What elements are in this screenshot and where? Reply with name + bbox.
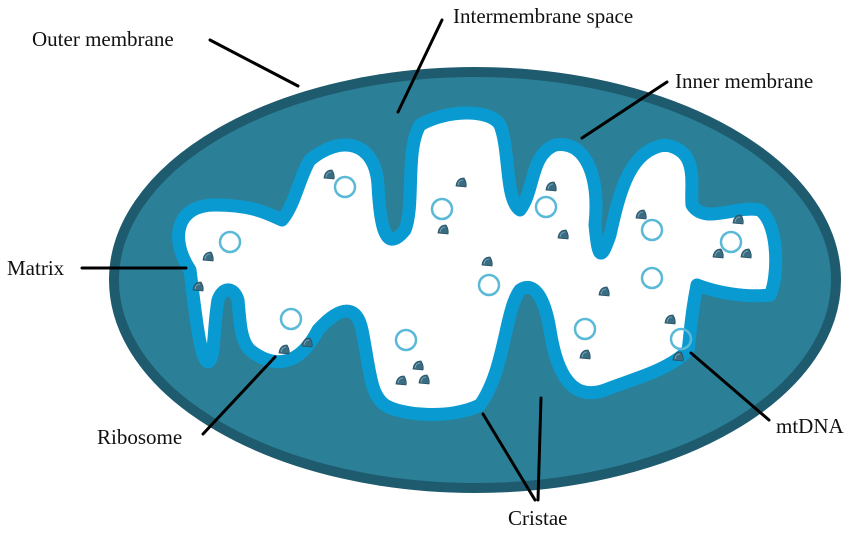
label-outer-membrane: Outer membrane bbox=[32, 27, 174, 51]
label-mtdna: mtDNA bbox=[776, 414, 845, 438]
label-intermembrane-space: Intermembrane space bbox=[453, 4, 633, 28]
label-matrix: Matrix bbox=[7, 256, 65, 280]
label-inner-membrane: Inner membrane bbox=[675, 69, 813, 93]
label-ribosome: Ribosome bbox=[97, 425, 182, 449]
leader-outer-membrane bbox=[210, 40, 298, 86]
label-cristae: Cristae bbox=[508, 506, 567, 530]
